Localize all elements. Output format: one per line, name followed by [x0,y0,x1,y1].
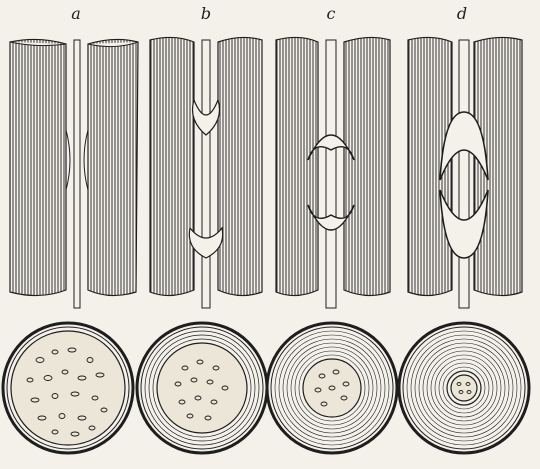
transverse-sections [3,323,529,453]
cross-section-d [399,323,529,453]
stem-left-half [276,37,318,295]
cross-section-b [137,323,267,453]
stem-left-half [10,39,66,295]
cross-section-a [3,323,133,453]
stem-right-half [218,37,262,295]
central-strand [326,40,336,308]
stem-right-half [88,39,138,295]
central-strand [459,40,469,308]
panel-b-stem [150,37,262,308]
central-strand [74,40,80,308]
panel-letter-a: a [71,4,81,23]
panel-c-stem [276,37,390,308]
stem-right-half [344,37,390,295]
stem-left-half [150,37,194,295]
panel-letter-d: d [457,4,467,23]
panel-a-stem [10,39,138,308]
cross-section-c [267,323,397,453]
panel-d-stem [408,37,522,308]
longitudinal-sections: a b c d [10,4,522,308]
panel-letter-c: c [327,4,336,23]
panel-letter-b: b [201,4,211,23]
central-strand [202,40,210,308]
